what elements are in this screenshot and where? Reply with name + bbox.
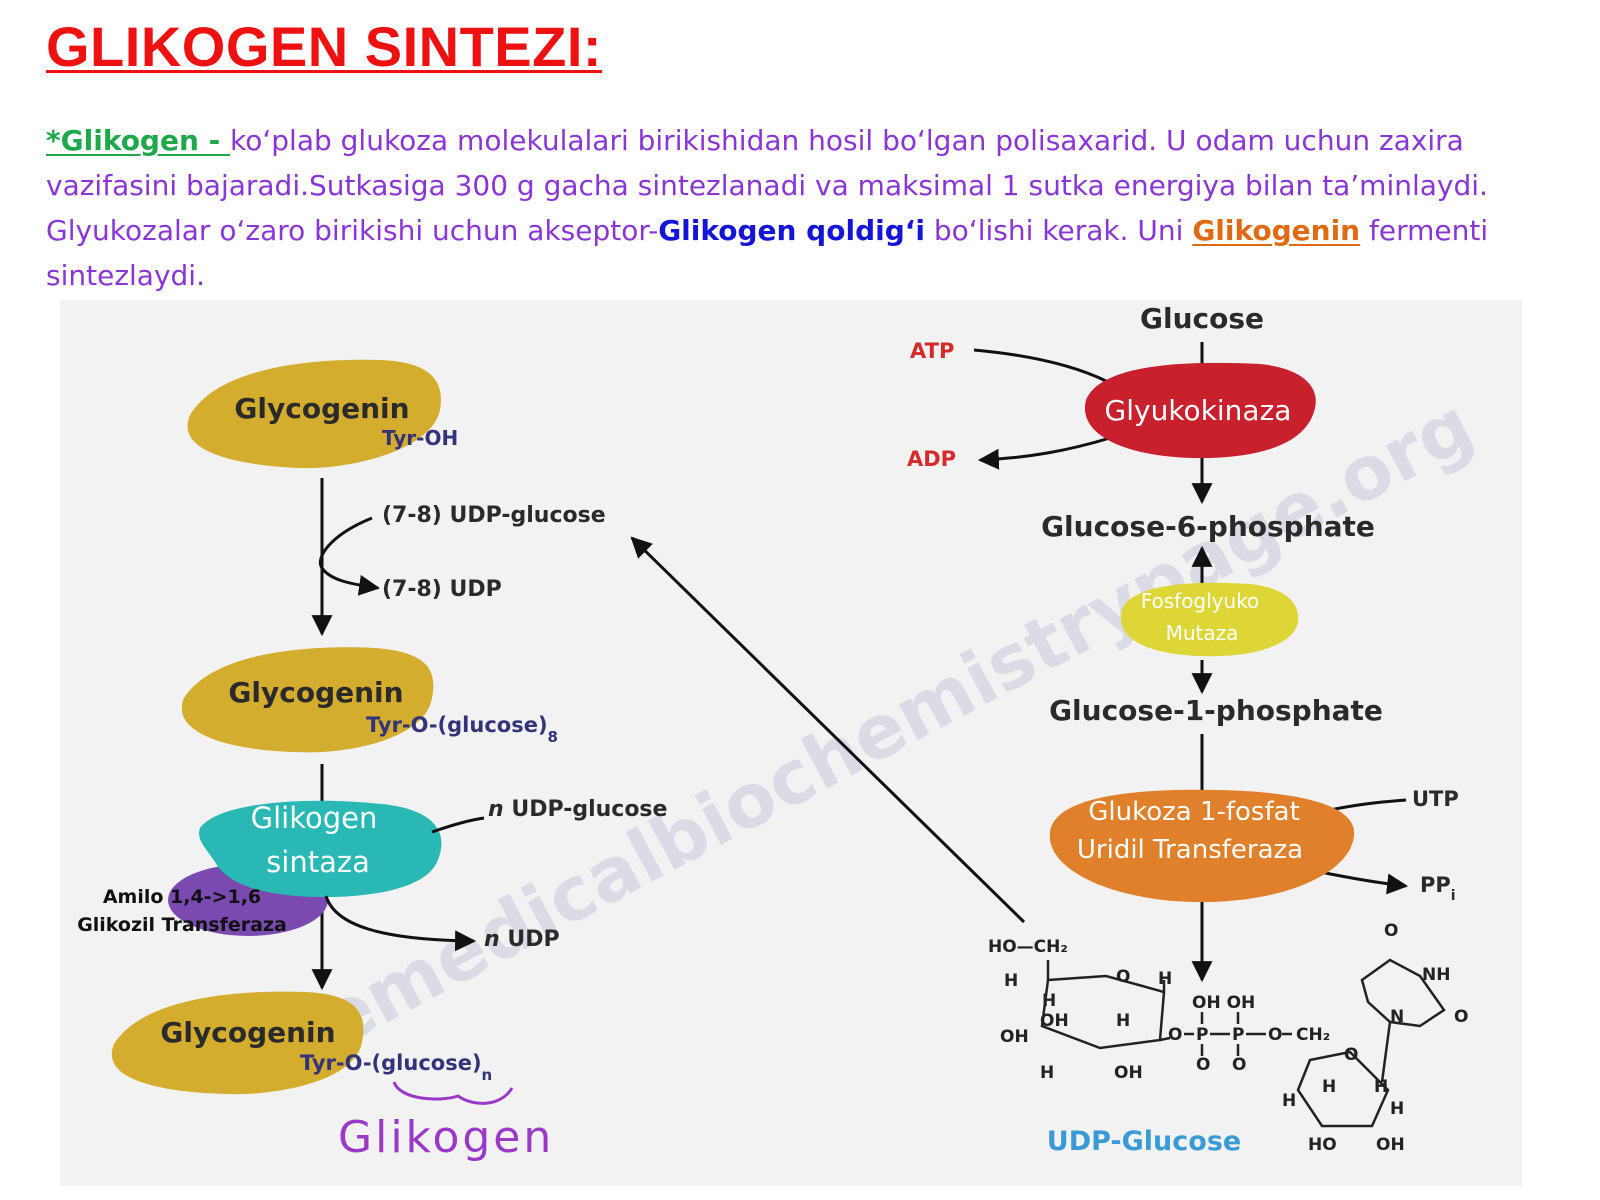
n-udp-glucose-label: n UDP-glucose	[488, 797, 667, 822]
atom-h-8: H	[1282, 1091, 1296, 1111]
arrow-udp-glucose-recycle	[630, 536, 1026, 924]
tyr-oh-label: Tyr-OH	[382, 426, 458, 450]
atom-p-1: P	[1196, 1025, 1208, 1045]
glycogenin-label-3: Glycogenin	[160, 1016, 335, 1049]
arrow-n-udp	[324, 895, 477, 952]
ugp-enzyme-label-1: Glukoza 1-fosfat	[1088, 797, 1300, 827]
atom-h-3: H	[1042, 991, 1056, 1011]
atom-oh-ribose: OH	[1376, 1135, 1405, 1155]
branching-enzyme-label-2: Glikozil Transferaza	[77, 914, 287, 936]
intro-text-3: fermenti sintezlaydi.	[46, 214, 1489, 292]
phosphoglucomutase-label-2: Mutaza	[1166, 621, 1239, 645]
atom-p-2: P	[1232, 1025, 1244, 1045]
ugp-enzyme-label-2: Uridil Transferaza	[1077, 835, 1303, 865]
watermark: themedicalbiochemistrypage.org	[228, 382, 1487, 1106]
arrow-utp-in	[1329, 798, 1407, 812]
udp-7-8-label: (7-8) UDP	[382, 577, 502, 602]
intro-paragraph: *Glikogen - ko‘plab glukoza molekulalari…	[46, 118, 1526, 298]
tyr-glucosen-label: Tyr-O-(glucose)n	[300, 1051, 492, 1084]
handwritten-glikogen-label: Glikogen	[338, 1112, 554, 1163]
keyword-glikogen: *Glikogen -	[46, 124, 231, 157]
glycogenin-label-1: Glycogenin	[234, 392, 409, 425]
phosphoglucomutase-label-1: Fosfoglyuko	[1141, 589, 1260, 613]
glucose-6-phosphate-label: Glucose-6-phosphate	[1041, 510, 1375, 543]
atom-h-2: H	[1158, 969, 1172, 989]
udp-glucose-7-8-label: (7-8) UDP-glucose	[382, 503, 606, 528]
atom-oh-2: OH	[1000, 1027, 1029, 1047]
glucokinase-label: Glyukokinaza	[1105, 394, 1292, 427]
intro-text-1: ko‘plab glukoza molekulalari birikishida…	[46, 124, 1488, 247]
atom-o-ribose: O	[1344, 1045, 1358, 1065]
udp-glucose-structure	[1040, 958, 1446, 1128]
uracil-to-ribose	[1380, 1021, 1392, 1083]
atom-o-ring: O	[1116, 967, 1130, 987]
atom-oh-1: OH	[1040, 1011, 1069, 1031]
uracil-ring	[1360, 958, 1446, 1028]
glycogen-synthase-blob	[199, 800, 442, 898]
udp-glucose-structure-label: UDP-Glucose	[1047, 1126, 1241, 1157]
glycogenin-label-2: Glycogenin	[228, 676, 403, 709]
atom-n: N	[1390, 1007, 1404, 1027]
glycogen-synthase-label-1: Glikogen	[251, 801, 378, 835]
ribose-ring	[1296, 1050, 1390, 1128]
arrow-udp-glucose-curve	[318, 516, 381, 596]
glucose-label: Glucose	[1140, 302, 1264, 335]
glycogen-synthesis-diagram: themedicalbiochemistrypage.org Glycogeni…	[77, 302, 1487, 1163]
keyword-glikogen-qoldigi: Glikogen qoldig‘i	[658, 214, 925, 247]
adp-label: ADP	[907, 447, 956, 471]
atom-ho-ribose: HO	[1308, 1135, 1337, 1155]
atom-oh-oh: OH OH	[1192, 993, 1255, 1013]
phosphoglucomutase-blob	[1120, 582, 1299, 657]
atom-h-7: H	[1374, 1077, 1388, 1097]
atom-h-6: H	[1322, 1077, 1336, 1097]
glucokinase-blob	[1084, 362, 1316, 459]
tyr-glucose8-label: Tyr-O-(glucose)8	[366, 713, 558, 746]
pathway-figure: themedicalbiochemistrypage.org Glycogeni…	[60, 300, 1522, 1186]
arrow-adp-out	[977, 436, 1111, 470]
n-udp-label: n UDP	[484, 927, 560, 952]
atom-h-1: H	[1004, 971, 1018, 991]
atom-o-uracil-top: O	[1384, 921, 1398, 941]
arrow-n-udp-glucose	[431, 816, 485, 834]
glycogen-synthase-label-2: sintaza	[266, 845, 370, 879]
atom-ch2: CH₂	[1296, 1025, 1330, 1045]
atom-oh-3: OH	[1114, 1063, 1143, 1083]
glycogenin-blob-3	[111, 991, 364, 1095]
atom-o-p1: O	[1196, 1055, 1210, 1075]
glycogenin-blob-2	[181, 647, 434, 753]
slide-title: GLIKOGEN SINTEZI:	[46, 15, 603, 78]
atom-nh: NH	[1422, 965, 1450, 985]
ugp-enzyme-blob	[1049, 789, 1355, 903]
atom-h-5: H	[1040, 1063, 1054, 1083]
glycogenin-blob-1	[187, 359, 441, 469]
ring-bond-o1	[1159, 1036, 1171, 1042]
atp-label: ATP	[910, 339, 954, 363]
atom-ho-ch2: HO—CH₂	[988, 937, 1068, 957]
atom-o-link: O	[1168, 1025, 1182, 1045]
arrow-atp-in	[973, 348, 1109, 384]
atom-o-uracil-right: O	[1454, 1007, 1468, 1027]
ppi-label: PPi	[1420, 873, 1456, 904]
utp-label: UTP	[1412, 787, 1459, 811]
atom-o-bridge: O	[1268, 1025, 1282, 1045]
branching-enzyme-label-1: Amilo 1,4->1,6	[103, 886, 261, 908]
handwritten-brace	[392, 1081, 514, 1105]
glucose-1-phosphate-label: Glucose-1-phosphate	[1049, 694, 1383, 727]
atom-h-9: H	[1390, 1099, 1404, 1119]
udp-glucose-atoms: HO—CH₂ H O H H OH H OH O OH OH P P O O O…	[988, 921, 1468, 1155]
atom-o-p2: O	[1232, 1055, 1246, 1075]
keyword-glikogenin: Glikogenin	[1192, 214, 1361, 247]
atom-h-4: H	[1116, 1011, 1130, 1031]
intro-text-2: bo‘lishi kerak. Uni	[924, 214, 1193, 247]
